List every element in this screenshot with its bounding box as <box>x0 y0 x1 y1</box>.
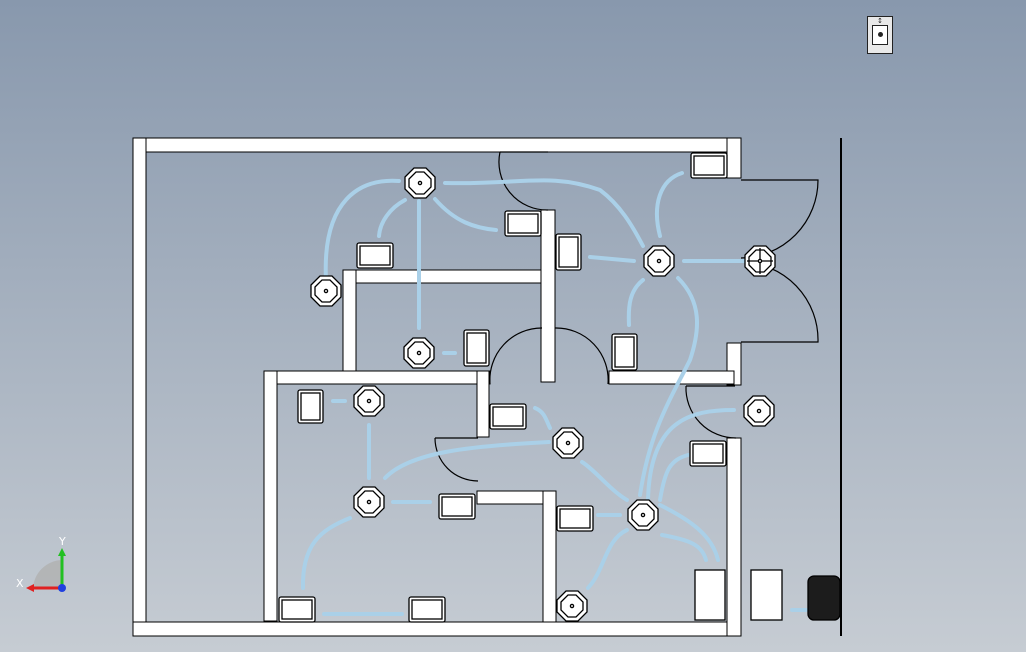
distribution-panel[interactable] <box>750 569 783 621</box>
wall-inner-7 <box>608 370 735 385</box>
conduit <box>655 171 684 238</box>
switch-icon[interactable] <box>356 242 394 269</box>
axis-triad: X Y <box>16 535 66 592</box>
wall-inner-9 <box>542 490 557 623</box>
light-icon[interactable] <box>403 337 435 369</box>
conduit <box>586 528 629 590</box>
conduit <box>588 255 636 263</box>
distribution-panel[interactable] <box>694 569 726 621</box>
conduit <box>377 198 407 238</box>
light-icon[interactable] <box>310 275 342 307</box>
conduit <box>580 460 629 502</box>
wall-inner-1 <box>342 269 556 284</box>
walls <box>132 137 842 637</box>
view-cube-icon[interactable]: ↕ <box>867 16 893 54</box>
doors <box>434 151 819 482</box>
switch-icon[interactable] <box>408 596 446 623</box>
conduit <box>533 406 552 430</box>
door-arc-top <box>498 151 549 211</box>
switch-icon[interactable] <box>555 233 582 271</box>
light-icon[interactable] <box>404 167 436 199</box>
switch-icon[interactable] <box>690 152 728 179</box>
light-icon[interactable] <box>743 395 775 427</box>
y-axis-label: Y <box>58 535 66 548</box>
exterior-line <box>840 138 842 636</box>
wall-inner-3 <box>540 209 556 383</box>
wall-inner-6 <box>476 370 490 438</box>
conduit <box>658 503 720 562</box>
wall-inner-2 <box>342 269 357 375</box>
conduit <box>638 276 700 497</box>
light-icon[interactable] <box>353 385 385 417</box>
conduits <box>300 171 808 616</box>
conduit <box>383 440 551 480</box>
wall-right-bottom <box>726 437 742 637</box>
switch-icon[interactable] <box>278 596 316 623</box>
wall-right-top <box>726 137 742 179</box>
conduit <box>626 278 645 327</box>
conduit <box>443 178 645 248</box>
wall-inner-5 <box>263 370 278 622</box>
view-cube-dot <box>878 32 883 37</box>
wall-left <box>132 137 147 637</box>
view-cube-glyph: ↕ <box>877 17 883 25</box>
conduit <box>300 516 352 590</box>
conduit <box>646 408 736 502</box>
axis-triad-shadow <box>33 560 62 588</box>
light-icon[interactable] <box>627 499 659 531</box>
x-axis-head <box>26 584 34 592</box>
ceiling-lights <box>310 167 776 622</box>
wall-top <box>132 137 741 153</box>
light-icon[interactable] <box>353 486 385 518</box>
switch-icon[interactable] <box>463 329 490 367</box>
switches <box>278 152 728 623</box>
switch-icon[interactable] <box>297 389 324 424</box>
door-arc-middle-right <box>554 327 609 385</box>
panels <box>694 569 841 621</box>
wall-inner-4 <box>263 370 491 385</box>
conduit <box>660 533 708 562</box>
door-arc-entry-top <box>740 179 819 259</box>
door-arc-middle <box>489 327 543 385</box>
y-axis-head <box>58 548 66 556</box>
switch-icon[interactable] <box>489 403 527 430</box>
light-icon[interactable] <box>744 245 776 277</box>
switch-icon[interactable] <box>438 493 476 520</box>
door-arc-right <box>685 385 737 439</box>
wall-bottom <box>132 621 742 637</box>
light-icon[interactable] <box>643 245 675 277</box>
z-axis-dot <box>58 584 66 592</box>
switch-icon[interactable] <box>611 333 638 371</box>
conduit <box>658 453 690 502</box>
meter-box[interactable] <box>807 575 841 621</box>
view-cube-face <box>872 25 888 45</box>
switch-icon[interactable] <box>689 440 727 467</box>
switch-icon[interactable] <box>556 505 594 532</box>
switch-icon[interactable] <box>504 210 542 237</box>
x-axis-label: X <box>16 577 24 590</box>
conduit <box>433 197 498 232</box>
light-icon[interactable] <box>556 590 588 622</box>
conduit <box>323 178 401 282</box>
light-icon[interactable] <box>552 427 584 459</box>
door-arc-lower <box>434 437 479 482</box>
